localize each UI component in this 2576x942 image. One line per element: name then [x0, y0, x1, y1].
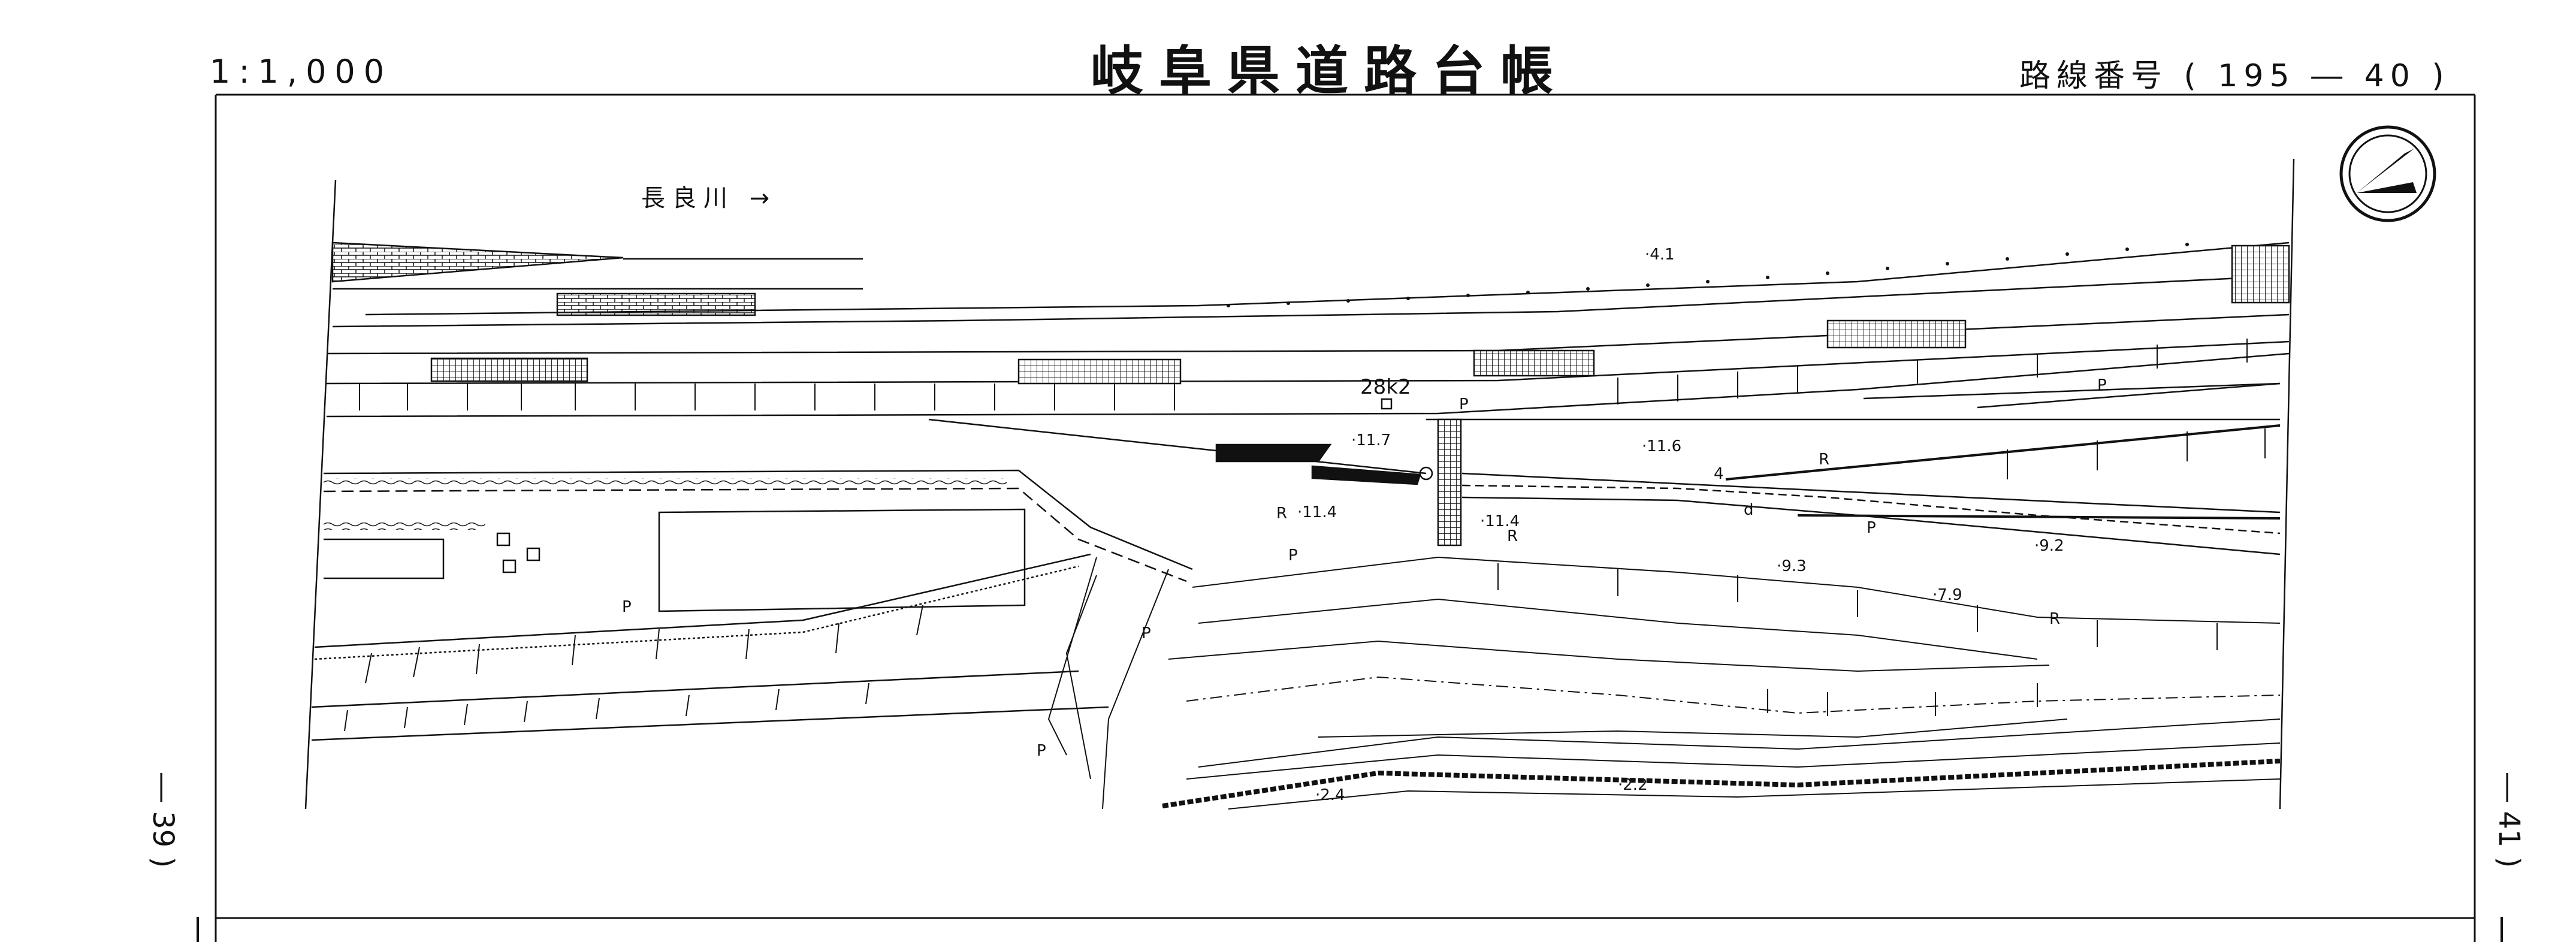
road-mark: P — [1867, 519, 1876, 537]
road-mark: R — [1276, 505, 1288, 523]
elevation-label: ·9.3 — [1777, 557, 1807, 575]
road-mark: P — [1459, 395, 1469, 413]
elevation-label: ·4.1 — [1645, 246, 1675, 264]
station-label: 28k2 — [1360, 375, 1411, 399]
road-mark: P — [1288, 547, 1298, 564]
upper-roadway — [326, 313, 2290, 421]
elevation-label: ·9.2 — [2034, 537, 2064, 555]
main-road — [928, 418, 2281, 555]
elevation-label: ·7.9 — [1932, 586, 1962, 604]
river-label: 長良川 → — [641, 185, 777, 212]
station-marker — [1381, 398, 1393, 410]
lower-terraces — [1047, 556, 2281, 810]
river-embankment — [331, 241, 2290, 328]
route-number: 路線番号 ( 195 ― 40 ) — [2019, 58, 2450, 94]
road-mark: R — [1507, 527, 1518, 545]
sheet-frame — [197, 93, 2503, 942]
elevation-label: ·11.7 — [1351, 431, 1391, 449]
elevation-label: ·11.6 — [1642, 437, 1682, 455]
water-channel — [311, 469, 1193, 741]
elevation-label: ·2.2 — [1618, 776, 1648, 794]
road-mark: 4 — [1714, 465, 1724, 483]
manhole-marker — [1419, 466, 1433, 481]
elevation-label: ·11.4 — [1480, 512, 1520, 530]
road-mark: P — [622, 598, 632, 616]
road-mark: R — [1819, 451, 1830, 469]
road-mark: P — [1037, 742, 1046, 760]
road-mark: P — [2097, 376, 2107, 394]
page-title: 岐阜県道路台帳 — [1091, 40, 1569, 102]
road-mark: R — [2049, 610, 2061, 628]
north-arrow-icon — [2339, 125, 2436, 222]
road-mark: P — [1141, 624, 1151, 642]
elevation-label: ·2.4 — [1315, 786, 1345, 804]
dotted-edge — [1227, 243, 2189, 307]
elevation-label: ·11.4 — [1297, 503, 1337, 521]
road-mark: d — [1744, 501, 1754, 519]
map-scale: 1:1,000 — [210, 53, 393, 90]
